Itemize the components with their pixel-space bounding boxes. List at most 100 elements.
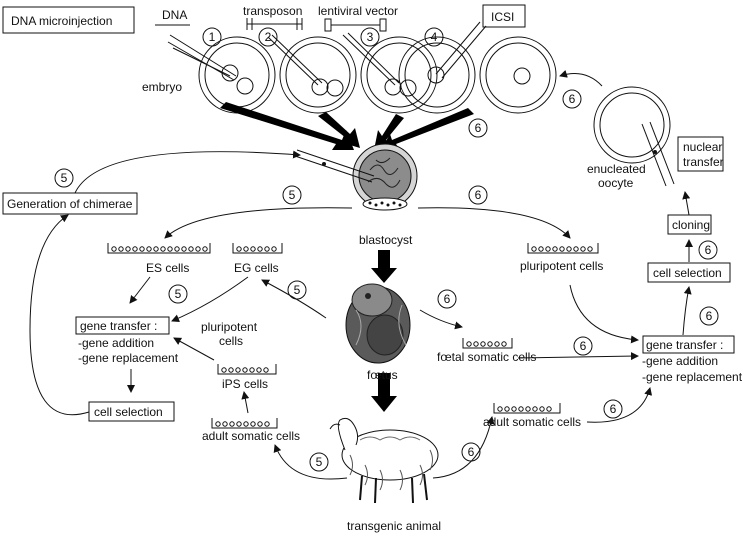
step-number-4: 4	[424, 27, 444, 47]
embryo-5	[479, 36, 557, 114]
svg-text:6: 6	[475, 121, 482, 135]
pluripotent-left-label-2: cells	[219, 334, 243, 348]
transposon-label: transposon	[243, 4, 302, 18]
gene-replacement-left-label: -gene replacement	[78, 351, 179, 365]
svg-text:6: 6	[580, 339, 587, 353]
nuclear-transfer-label-2: transfer	[683, 155, 724, 169]
adult-somatic-right-dish	[493, 403, 561, 414]
svg-text:5: 5	[175, 287, 182, 301]
foetal-somatic-label: fœtal somatic cells	[437, 350, 536, 364]
blastocyst-label: blastocyst	[359, 233, 413, 247]
svg-text:1: 1	[209, 30, 216, 44]
step-number-6-top: 6	[468, 118, 488, 138]
cell-selection-right-label: cell selection	[653, 266, 722, 280]
enucleated-label-2: oocyte	[598, 176, 634, 190]
svg-text:2: 2	[265, 30, 272, 44]
eg-cells-label: EG cells	[234, 261, 279, 275]
dna-microinjection-box	[2, 6, 135, 34]
arrow-oocyte-to-embryo	[559, 70, 603, 87]
adult-somatic-left-dish	[211, 418, 278, 429]
gene-addition-right-label: -gene addition	[642, 354, 718, 368]
step-number-6-cloning: 6	[698, 240, 718, 260]
dna-label: DNA	[162, 8, 187, 22]
thick-arrows-to-blastocyst	[220, 102, 474, 152]
arrow-blastocyst-to-es	[164, 207, 353, 239]
step-number-3: 3	[360, 27, 380, 47]
gene-transfer-left-box	[75, 316, 170, 335]
embryo-2	[267, 34, 357, 114]
step-number-6-adult: 6	[603, 399, 623, 419]
gene-transfer-right-box	[642, 335, 735, 354]
embryo-1	[167, 34, 276, 114]
enucleated-label-1: enucleated	[587, 162, 646, 176]
step-number-5-es: 5	[168, 284, 188, 304]
gene-transfer-left-label: gene transfer :	[80, 319, 157, 333]
arrow-selection-to-chimerae	[29, 214, 90, 416]
step-number-6-sheep: 6	[461, 442, 481, 462]
cloning-box	[667, 214, 712, 235]
svg-text:5: 5	[294, 283, 301, 297]
foetal-somatic-dish	[462, 338, 513, 349]
lentiviral-vector-label: lentiviral vector	[318, 4, 398, 18]
pluripotent-left-label-1: pluripotent	[201, 320, 258, 334]
step-number-1: 1	[202, 27, 222, 47]
step-number-6-foetal: 6	[437, 289, 457, 309]
svg-text:6: 6	[569, 92, 576, 106]
svg-text:6: 6	[706, 309, 713, 323]
transposon-icon	[246, 18, 303, 30]
arrow-blastocyst-to-foetus	[371, 250, 397, 283]
cloning-label: cloning	[672, 218, 710, 232]
dna-microinjection-label: DNA microinjection	[11, 14, 112, 28]
generation-of-chimerae-box	[2, 192, 138, 215]
generation-of-chimerae-label: Generation of chimerae	[7, 197, 133, 211]
step-number-2: 2	[258, 27, 278, 47]
step-number-6-pluripotent: 6	[573, 336, 593, 356]
gene-transfer-right-label: gene transfer :	[646, 338, 723, 352]
nuclear-transfer-box	[677, 136, 724, 172]
step-number-5-chimerae: 5	[54, 168, 74, 188]
cell-selection-right-box	[647, 262, 731, 283]
step-number-6-blastocyst: 6	[468, 185, 488, 205]
nuclear-transfer-label-1: nuclear	[683, 140, 722, 154]
svg-text:6: 6	[475, 188, 482, 202]
step-number-6-selection: 6	[699, 306, 719, 326]
foetus-illustration	[345, 283, 411, 364]
embryo-3	[342, 32, 438, 114]
svg-text:6: 6	[468, 445, 475, 459]
svg-text:6: 6	[610, 402, 617, 416]
cell-selection-left-box	[88, 401, 175, 422]
svg-text:4: 4	[431, 30, 438, 44]
embryo-label: embryo	[142, 80, 182, 94]
arrow-chimerae-to-blastocyst	[74, 150, 301, 194]
step-number-5-sheep: 5	[309, 452, 329, 472]
embryo-4	[398, 21, 487, 114]
enucleated-oocyte	[593, 86, 675, 187]
lentiviral-vector-icon	[324, 18, 387, 32]
icsi-box	[482, 4, 526, 28]
adult-somatic-left-label: adult somatic cells	[202, 429, 300, 443]
svg-text:5: 5	[316, 455, 323, 469]
svg-text:6: 6	[444, 292, 451, 306]
step-number-5-eg: 5	[287, 280, 307, 300]
foetus-label: fœtus	[367, 368, 398, 382]
es-cells-dish	[107, 243, 211, 254]
arrow-blastocyst-to-pluripotent	[417, 207, 571, 239]
svg-text:6: 6	[705, 243, 712, 257]
gene-replacement-right-label: -gene replacement	[642, 370, 743, 384]
eg-cells-dish	[232, 243, 283, 254]
sheep-illustration	[329, 417, 439, 504]
chimera-pipette	[294, 149, 375, 183]
svg-text:3: 3	[367, 30, 374, 44]
blastocyst-icon	[352, 143, 418, 211]
pluripotent-cells-right-label: pluripotent cells	[520, 259, 603, 273]
es-cells-label: ES cells	[146, 261, 189, 275]
ips-cells-dish	[217, 364, 277, 375]
ips-cells-label: iPS cells	[222, 377, 268, 391]
gene-addition-left-label: -gene addition	[78, 336, 154, 350]
svg-text:5: 5	[289, 188, 296, 202]
pluripotent-dish	[527, 243, 599, 254]
transgenic-animal-label: transgenic animal	[347, 519, 441, 533]
arrow-foetus-to-animal	[371, 373, 397, 412]
step-number-5-blastocyst: 5	[282, 185, 302, 205]
